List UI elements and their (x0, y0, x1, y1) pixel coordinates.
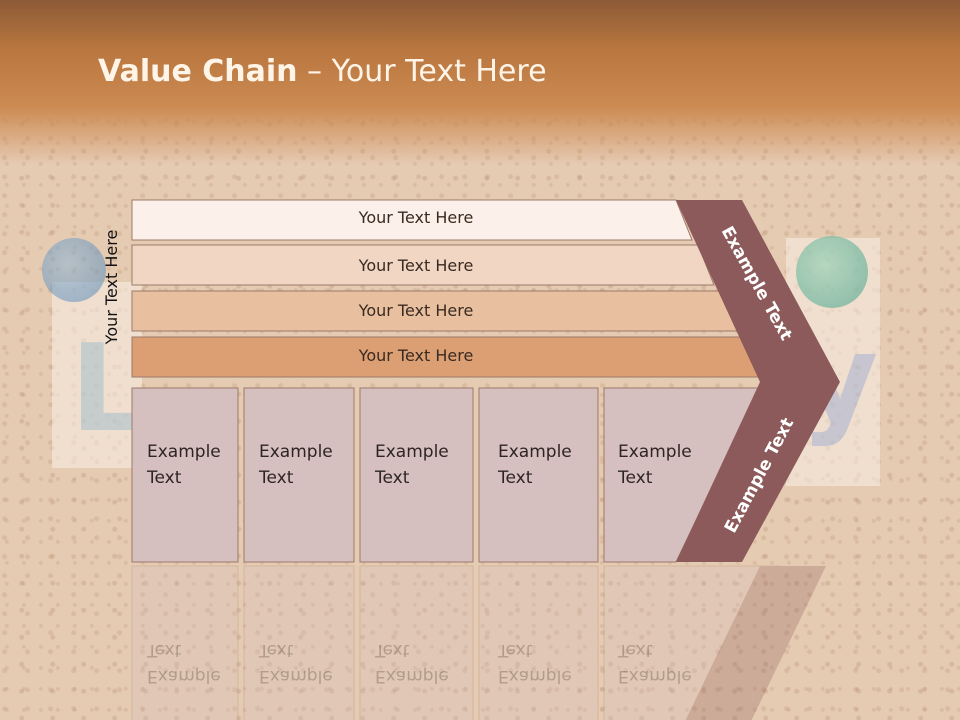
reflection-box-4-line1: Example (498, 666, 572, 686)
box-4-line1: Example (498, 442, 572, 462)
reflection-box-2-line2: Text (259, 640, 294, 660)
reflection-box-4-line2: Text (498, 640, 533, 660)
reflection-shapes (131, 565, 826, 720)
background-card-left (52, 282, 142, 468)
box-4-shape[interactable] (478, 387, 599, 563)
chevron-shape[interactable] (676, 200, 840, 562)
bar-1-label: Your Text Here (358, 208, 474, 227)
bar-4-label: Your Text Here (358, 346, 474, 365)
bar-1-shape[interactable] (131, 199, 693, 241)
blue-pushpin-icon (42, 238, 106, 302)
reflection-box-5-line2: Text (618, 640, 653, 660)
box-2-line1: Example (259, 442, 333, 462)
box-1-shape[interactable] (131, 387, 239, 563)
title-rest: – Your Text Here (297, 54, 547, 89)
bar-2-label: Your Text Here (358, 256, 474, 275)
box-3-line1: Example (375, 442, 449, 462)
box-4-line2: Text (498, 468, 533, 488)
box-3-shape[interactable] (359, 387, 474, 563)
reflection-box-3-text: Example Text (375, 637, 449, 689)
reflection-box-1-line1: Example (147, 666, 221, 686)
header-band (0, 0, 960, 165)
reflection-inner: Example Text Example Text Example Text Exam… (0, 564, 960, 720)
box-3-line2: Text (375, 468, 410, 488)
reflection-box-2-line1: Example (259, 666, 333, 686)
bar-2-shape[interactable] (131, 244, 715, 286)
reflection-box-3-line1: Example (375, 666, 449, 686)
box-1-line2: Text (147, 468, 182, 488)
bar-3-label: Your Text Here (358, 301, 474, 320)
box-2-shape[interactable] (243, 387, 355, 563)
box-5-line2: Text (618, 468, 653, 488)
reflection-box-5-text: Example Text (618, 637, 692, 689)
green-pushpin-icon (796, 236, 868, 308)
reflection-box-1-line2: Text (147, 640, 182, 660)
reflection-box-5-line1: Example (618, 666, 692, 686)
box-5-line1: Example (618, 442, 692, 462)
box-1-line1: Example (147, 442, 221, 462)
box-2-line2: Text (259, 468, 294, 488)
reflection-box-3-line2: Text (375, 640, 410, 660)
reflection-box-2-text: Example Text (259, 637, 333, 689)
slide-title[interactable]: Value Chain – Your Text Here (98, 54, 547, 89)
reflection-box-1-text: Example Text (147, 637, 221, 689)
reflection: Example Text Example Text Example Text Exam… (0, 564, 960, 720)
title-bold: Value Chain (98, 54, 298, 89)
reflection-box-4-text: Example Text (498, 637, 572, 689)
